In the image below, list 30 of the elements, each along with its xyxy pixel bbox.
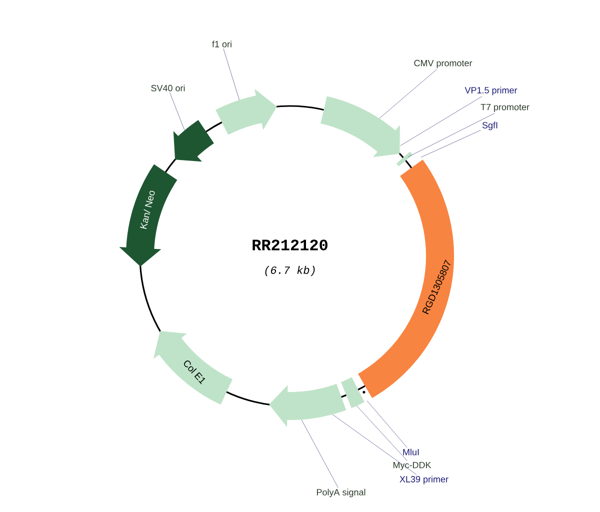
leader-line (400, 96, 482, 146)
feature-label: PolyA signal (316, 488, 366, 498)
feature-label: XL39 primer (400, 476, 448, 484)
feature-segment (216, 88, 277, 135)
feature-segment (269, 384, 346, 427)
leader-line (223, 48, 240, 100)
leader-line (420, 130, 482, 158)
feature-segment: Col E1 (153, 331, 233, 405)
leader-line (170, 92, 185, 131)
leader-line (356, 406, 408, 461)
leader-line (379, 69, 438, 119)
feature-label: f1 ori (212, 40, 232, 48)
plasmid-size: (6.7 kb) (265, 266, 315, 276)
feature-label: VP1.5 primer (464, 86, 518, 96)
feature-label: CMV promoter (414, 60, 472, 68)
feature-segment: Kan/ Neo (119, 164, 178, 266)
feature-label: SgfI (482, 122, 498, 130)
feature-label: Myc-DDK (394, 462, 432, 470)
feature-block (340, 377, 364, 408)
feature-label: SV40 ori (151, 84, 185, 92)
feature-block (396, 152, 413, 166)
leader-line (332, 414, 417, 475)
leader-line (301, 419, 338, 488)
leader-line (408, 113, 495, 158)
leader-line (366, 400, 408, 448)
feature-segment (320, 96, 400, 158)
plasmid-name: RR212120 (252, 240, 328, 250)
feature-label: T7 promoter (480, 104, 530, 112)
feature-segment (173, 120, 214, 162)
feature-label: MluI (403, 448, 419, 456)
